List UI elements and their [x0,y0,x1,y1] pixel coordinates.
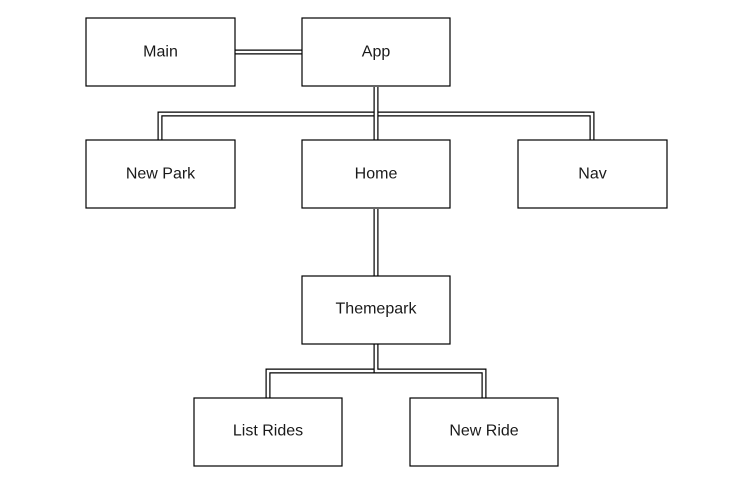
node-nav: Nav [517,139,668,209]
node-themepark-box [301,275,451,345]
node-new-ride-box [409,397,559,467]
node-main-box [85,17,236,87]
edge-themepark-new-ride [373,344,487,398]
node-new-ride: New Ride [409,397,559,467]
node-themepark: Themepark [301,275,451,345]
node-app: App [301,17,451,87]
node-nav-label: Nav [578,166,606,183]
node-themepark-label: Themepark [336,301,418,318]
edge-app-new-park [157,87,379,140]
node-list-rides-label: List Rides [233,423,303,440]
edge-app-nav [373,87,595,140]
edge-themepark-list-rides [265,344,379,398]
node-new-park: New Park [85,139,236,209]
edges [157,49,595,398]
node-nav-box [517,139,668,209]
node-main: Main [85,17,236,87]
node-home-box [301,139,451,209]
node-list-rides-box [193,397,343,467]
node-new-park-label: New Park [126,166,196,183]
node-app-box [301,17,451,87]
node-new-park-box [85,139,236,209]
node-main-label: Main [143,44,178,61]
node-list-rides: List Rides [193,397,343,467]
node-app-label: App [362,44,391,61]
node-new-ride-label: New Ride [449,423,518,440]
node-home: Home [301,139,451,209]
node-home-label: Home [355,166,398,183]
